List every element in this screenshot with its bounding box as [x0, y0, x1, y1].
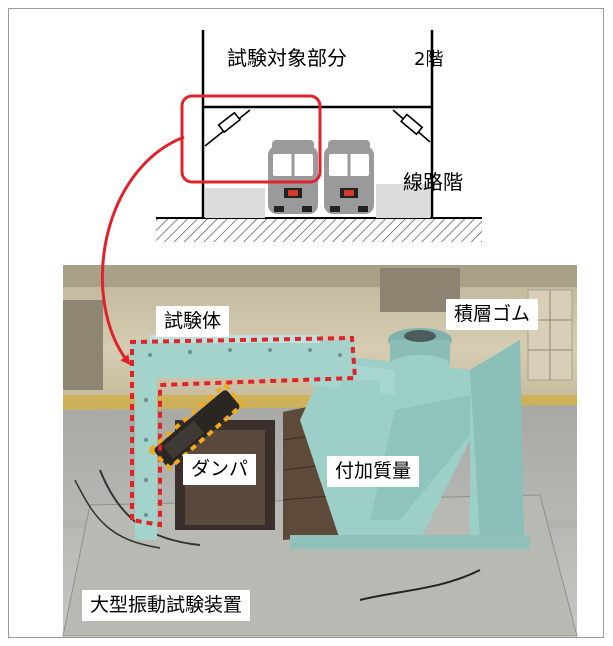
specimen-outline — [130, 335, 358, 528]
shake-table-label: 大型振動試験装置 — [82, 590, 251, 621]
specimen-label: 試験体 — [156, 306, 230, 337]
left-platform — [205, 188, 265, 218]
test-section-label: 試験対象部分 — [227, 46, 347, 70]
left-damper-symbol — [204, 109, 251, 147]
track-floor-label: 線路階 — [403, 170, 463, 194]
ground-hatch — [156, 218, 482, 242]
rubber-bearing-label: 積層ゴム — [446, 299, 539, 330]
right-platform — [376, 184, 430, 218]
damper-label: ダンパ — [183, 454, 257, 485]
right-damper-symbol — [392, 109, 431, 143]
added-mass-label: 付加質量 — [327, 456, 420, 487]
train-icon — [324, 140, 374, 214]
link-arrow — [101, 135, 185, 366]
floor-label: 2階 — [414, 49, 444, 70]
damper-outline — [146, 382, 245, 471]
train-icon — [268, 140, 318, 214]
